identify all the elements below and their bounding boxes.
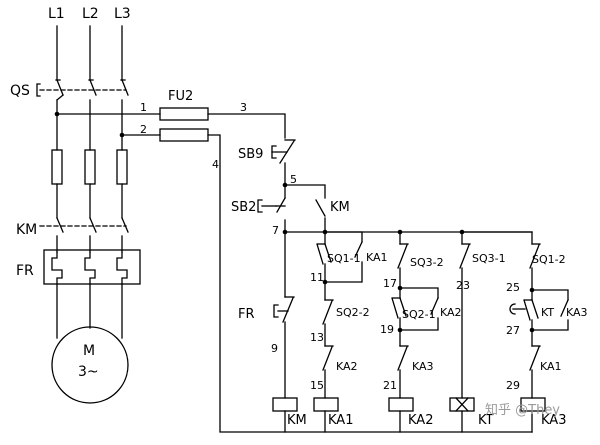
branch-ka1: SQ1-1 KA1 11 SQ2-2 13 KA2 15 KA1 bbox=[310, 231, 388, 433]
ka2-interlock-contact: KA2 bbox=[322, 345, 358, 373]
wire-19: 19 bbox=[380, 323, 394, 336]
ka1-aux-label: KA1 bbox=[366, 251, 388, 264]
wire-25: 25 bbox=[506, 281, 520, 294]
wire-2: 2 bbox=[140, 123, 147, 136]
fr-nc-label: FR bbox=[238, 307, 255, 322]
motor: M 3~ bbox=[51, 326, 129, 404]
wire-7: 7 bbox=[272, 224, 279, 237]
sb9-stop-button: SB9 bbox=[238, 139, 296, 164]
sq2-2-contact: SQ2-2 bbox=[322, 281, 370, 325]
ka2-hold-contact: KA2 bbox=[399, 287, 462, 331]
wire-29: 29 bbox=[506, 379, 520, 392]
kt-contact-label: KT bbox=[541, 306, 554, 319]
wire-21: 21 bbox=[383, 379, 397, 392]
branch-km: FR 9 KM bbox=[238, 231, 307, 433]
sq2-1-contact: SQ2-1 bbox=[391, 287, 436, 321]
fu2-fuse-1 bbox=[159, 107, 209, 121]
coil-km-label: KM bbox=[287, 413, 307, 428]
motor-label: M bbox=[83, 343, 95, 359]
watermark: 知乎 @They bbox=[485, 402, 560, 418]
km-main-contacts: KM bbox=[16, 217, 129, 238]
coil-kt-label: KT bbox=[478, 413, 494, 428]
coil-kt bbox=[449, 397, 475, 412]
sq3-1-label: SQ3-1 bbox=[472, 252, 506, 265]
sb2-label: SB2 bbox=[231, 200, 256, 215]
qs-label: QS bbox=[10, 83, 30, 99]
km-main-label: KM bbox=[16, 222, 37, 238]
ka3-hold-contact: KA3 bbox=[531, 289, 588, 331]
fu2-fuse-2 bbox=[159, 128, 209, 142]
sq3-1-contact: SQ3-1 bbox=[459, 243, 506, 269]
control-supply: FU2 1 2 3 4 bbox=[56, 89, 533, 433]
coil-ka1 bbox=[313, 397, 339, 412]
start-stop-section: SB9 5 SB2 KM 7 bbox=[231, 139, 533, 237]
coil-ka2 bbox=[388, 397, 414, 412]
km-hold-contact: KM bbox=[284, 184, 350, 233]
ka1-interlock-label: KA1 bbox=[540, 360, 562, 373]
phase-label-l3: L3 bbox=[114, 6, 131, 22]
sq3-2-contact: SQ3-2 bbox=[397, 243, 444, 269]
wire-4: 4 bbox=[212, 158, 219, 171]
wire-27: 27 bbox=[506, 324, 520, 337]
branch-ka2: SQ3-2 17 KA2 SQ2-1 19 KA3 21 KA2 bbox=[380, 231, 462, 433]
branch-kt: SQ3-1 23 KT bbox=[449, 231, 506, 433]
sq3-2-label: SQ3-2 bbox=[410, 256, 444, 269]
sq1-2-contact: SQ1-2 bbox=[529, 243, 566, 269]
coil-ka3 bbox=[520, 397, 546, 412]
km-hold-label: KM bbox=[330, 200, 350, 215]
sq1-1-contact: SQ1-1 bbox=[316, 243, 361, 265]
wire-5: 5 bbox=[290, 173, 297, 186]
phase-label-l2: L2 bbox=[82, 6, 99, 22]
sb2-start-button: SB2 bbox=[231, 184, 286, 233]
wire-15: 15 bbox=[310, 379, 324, 392]
wire-17: 17 bbox=[383, 277, 397, 290]
ka3-interlock-contact: KA3 bbox=[397, 345, 434, 373]
fr-main-label: FR bbox=[16, 263, 34, 279]
ka2-hold-label: KA2 bbox=[440, 306, 462, 319]
coil-ka2-label: KA2 bbox=[408, 413, 433, 428]
sb9-label: SB9 bbox=[238, 147, 263, 162]
sq1-1-label: SQ1-1 bbox=[327, 252, 361, 265]
ka1-interlock-contact: KA1 bbox=[529, 345, 562, 373]
sq2-1-label: SQ2-1 bbox=[402, 308, 436, 321]
wire-3: 3 bbox=[240, 101, 247, 114]
motor-sub-label: 3~ bbox=[78, 364, 99, 380]
qs-switch: QS bbox=[10, 79, 129, 99]
ka3-hold-label: KA3 bbox=[566, 306, 588, 319]
wire-9: 9 bbox=[271, 342, 278, 355]
wire-13: 13 bbox=[310, 331, 324, 344]
branch-ka3: SQ1-2 25 KT KA3 27 KA1 29 bbox=[461, 231, 588, 433]
sq2-2-label: SQ2-2 bbox=[336, 306, 370, 319]
sq1-2-label: SQ1-2 bbox=[532, 253, 566, 266]
phase-label-l1: L1 bbox=[48, 6, 65, 22]
kt-timed-contact: KT bbox=[509, 289, 554, 321]
fu2-label: FU2 bbox=[168, 89, 193, 104]
coil-ka3-label: KA3 bbox=[541, 413, 566, 428]
ka1-aux-contact: KA1 bbox=[324, 231, 388, 283]
power-circuit: L1 L2 L3 QS bbox=[10, 6, 141, 404]
fr-nc-contact: FR bbox=[238, 296, 295, 323]
main-fuses bbox=[51, 149, 128, 185]
coil-ka1-label: KA1 bbox=[328, 413, 353, 428]
fr-thermal-relay: FR bbox=[16, 249, 141, 285]
wire-23: 23 bbox=[456, 279, 470, 292]
ka3-interlock-label: KA3 bbox=[412, 360, 434, 373]
ka2-interlock-label: KA2 bbox=[336, 360, 358, 373]
wire-11: 11 bbox=[310, 271, 324, 284]
coil-km bbox=[272, 397, 298, 412]
wire-1: 1 bbox=[140, 101, 147, 114]
